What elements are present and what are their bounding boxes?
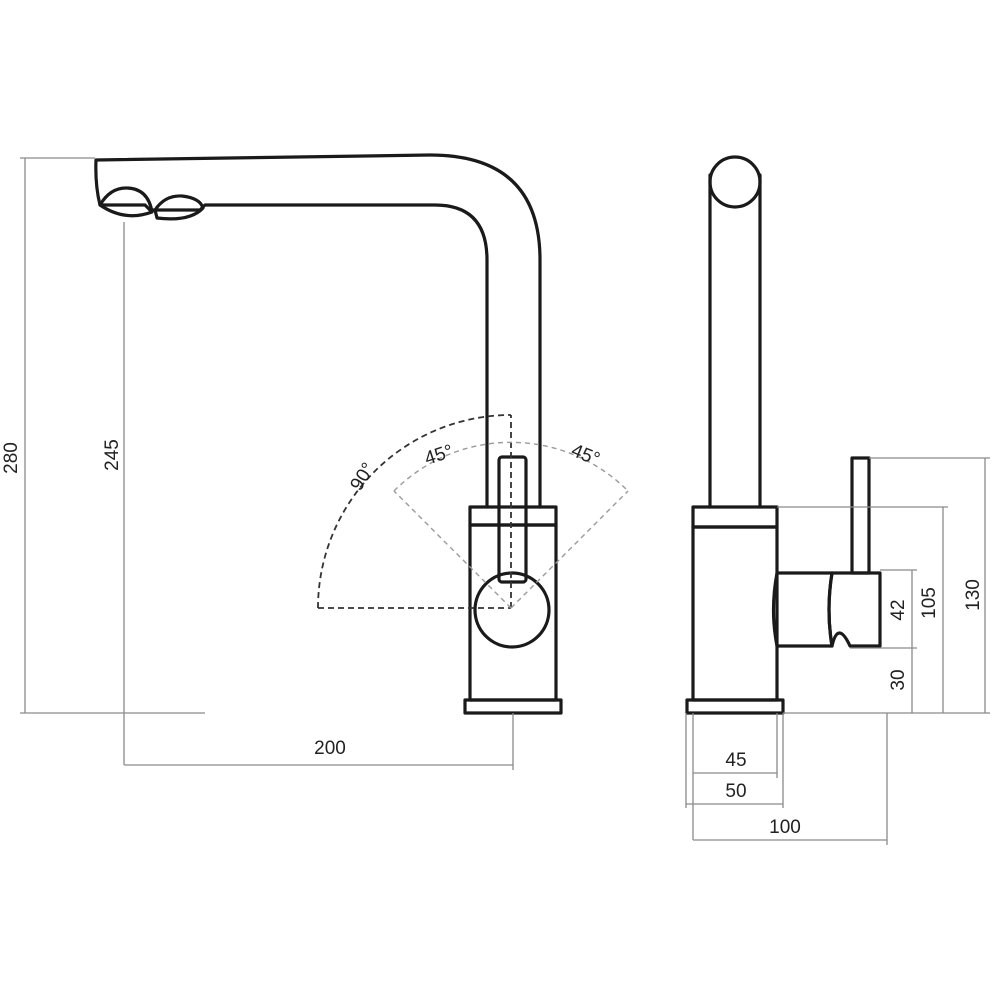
dim-label-30: 30 (888, 669, 909, 690)
dim-label-45: 45 (725, 750, 746, 771)
dim-label-200: 200 (314, 738, 346, 759)
front-spout (94, 153, 542, 509)
rotation-arc-90 (317, 414, 512, 609)
angle-label-45-right: 45° (568, 440, 603, 470)
side-handle (827, 571, 882, 648)
angle-label-90: 90° (346, 459, 379, 494)
dim-label-245: 245 (102, 439, 123, 471)
front-base-plate (463, 698, 563, 715)
dim-label-130: 130 (963, 579, 984, 611)
rotation-line-left (393, 490, 512, 609)
side-body (691, 525, 779, 702)
side-body-collar (691, 505, 779, 529)
front-nozzle-right (153, 194, 205, 221)
front-lever (497, 455, 528, 584)
dim-label-42: 42 (888, 599, 909, 620)
front-lever-hub (473, 571, 551, 649)
side-spout-top (708, 155, 762, 209)
front-body-collar (468, 505, 558, 527)
rotation-line-right (510, 490, 629, 609)
dim-label-105: 105 (919, 587, 940, 619)
front-view: 90° 45° 45° 280 245 200 (1, 153, 629, 770)
side-lever (850, 456, 871, 575)
rotation-arc-45 (393, 441, 629, 492)
dim-label-50: 50 (725, 781, 746, 802)
front-body (468, 523, 558, 702)
side-view: 130 105 42 30 45 50 100 (685, 155, 990, 845)
side-base-plate (685, 698, 785, 715)
angle-label-45-left: 45° (422, 441, 456, 470)
dim-label-280: 280 (1, 442, 22, 474)
front-nozzle-left (98, 186, 154, 218)
dim-label-100: 100 (769, 817, 801, 838)
side-handle-cap (771, 571, 834, 648)
